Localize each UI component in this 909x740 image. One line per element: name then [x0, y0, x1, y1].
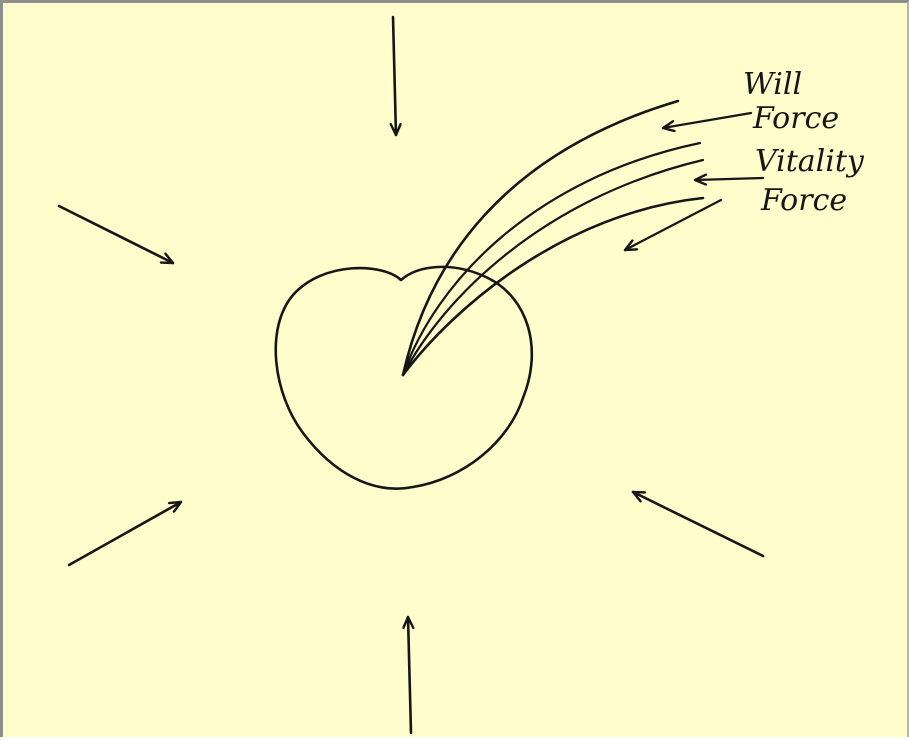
arrow-lower-left [69, 502, 181, 565]
will-label: Will [743, 67, 802, 102]
vitality-label: Vitality [755, 144, 865, 179]
will-force-pointer-arrow [663, 113, 751, 128]
will-force-label: Force [752, 101, 839, 136]
arrow-lower-right [633, 492, 763, 556]
vitality-force-pointer-arrow [695, 178, 763, 180]
arrow-bottom [408, 617, 411, 733]
force-pointer-arrow [625, 200, 721, 250]
stream-inner [403, 198, 703, 375]
vitality-force-label: Force [760, 183, 847, 218]
force-diagram: Will Force Vitality Force [3, 3, 909, 740]
arrow-upper-left [59, 206, 173, 263]
arrow-top [393, 17, 396, 135]
will-force-stream-outer [403, 101, 678, 375]
heart-shape [276, 267, 532, 489]
stream-middle [403, 143, 700, 375]
